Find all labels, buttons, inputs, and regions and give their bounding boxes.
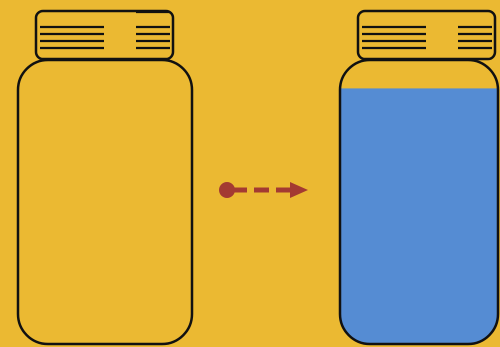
jar-lid bbox=[36, 11, 173, 59]
jar-body bbox=[18, 60, 192, 344]
empty-jar bbox=[18, 11, 192, 344]
filled-jar bbox=[340, 11, 498, 344]
liquid-fill bbox=[340, 88, 498, 344]
jar-lid bbox=[358, 11, 495, 59]
